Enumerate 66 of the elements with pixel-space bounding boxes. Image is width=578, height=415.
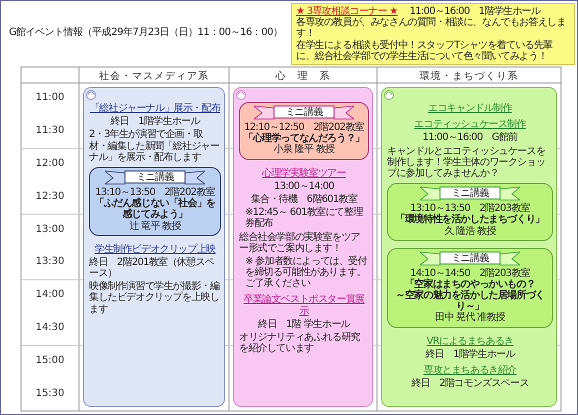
time-label: 14:00 [34, 289, 66, 300]
description-text: 映像制作演習で学生が撮影・編集したビデオクリップを上映します [89, 281, 220, 315]
lecture-title: 「心理学ってなんだろう？」 [244, 133, 364, 144]
event-detail: 13:10～13:50 2階203教室 [410, 203, 530, 214]
ribbon-banner: ミニ講義 [420, 186, 520, 202]
event-detail: 12:10～12:50 2階202教室 [244, 122, 364, 133]
lecture-box [387, 248, 553, 328]
lecture-box [387, 183, 553, 241]
event-detail: 辻 竜平 教授 [129, 220, 181, 232]
event-title: エコキャンドル制作 [427, 103, 514, 114]
time-label: 14:30 [34, 322, 66, 333]
event-detail: 田中 晃代 准教授 [434, 312, 506, 324]
column-header: 環境・まちづくり系 [418, 70, 520, 83]
ribbon-banner: ミニ講義 [420, 250, 520, 266]
event-detail: 集合・待機 6階601教室 [250, 194, 358, 206]
event-detail: 小泉 隆平 教授 [274, 144, 334, 156]
lecture-title: ～空家の魅力を活かした居場所づくり～」 [394, 290, 546, 312]
event-title: エコティッシュケース制作 [413, 119, 528, 130]
event-detail: 久 隆浩 教授 [444, 226, 496, 237]
column-header: 心 理 系 [274, 70, 332, 83]
description-text: 2・3年生が演習で企画・取材・編集した新聞「総社ジャーナル」を展示・配布します [89, 129, 220, 163]
note-text: ※12:45～ 601教室にて整理券配布 [244, 207, 364, 230]
column-header: 社会・マスメディア系 [98, 70, 210, 83]
time-label: 12:30 [34, 190, 66, 202]
notice-heading: ★ 3専攻相談コーナー ★ [296, 6, 398, 17]
time-label: 12:00 [34, 158, 66, 169]
event-detail: 終日 1階 学生ホール [257, 318, 352, 330]
page-title: G館イベント情報（平成29年7月23日（日）11：00～16：00） [9, 26, 284, 39]
event-title: 専攻とまちあるき紹介 [422, 365, 518, 376]
lecture-box [239, 102, 369, 160]
event-title: VRによるまちあるき [426, 336, 514, 347]
event-detail: 11:00～16:00 G館前 [422, 132, 518, 144]
event-detail: 14:10～14:50 2階203教室 [410, 268, 530, 279]
lecture-title: 「環境特性を活かしたまちづくり」 [396, 214, 544, 226]
event-detail: 13:10～13:50 2階202教室 [95, 186, 215, 198]
scroll-panel [233, 87, 373, 407]
event-detail: 終日 2階コモンズスペース [410, 378, 530, 390]
ribbon-banner: ミニ講義 [105, 170, 205, 185]
description-text: 在学生による相談も受付中！スタッフTシャツを着ている先輩に、総合社会学部での学生生活について色々聞いてみよう！ [296, 40, 554, 62]
ribbon-banner: ミニ講義 [254, 105, 354, 120]
event-title: 卒業論文ベストポスター賞展示 [242, 294, 366, 317]
notice-box [291, 3, 575, 65]
notice-time: 11:00～16:00 1階学生ホール [410, 6, 540, 17]
event-detail: 終日 1階学生ホール [109, 116, 202, 128]
event-detail: 終日 1階学生ホール [424, 348, 516, 360]
time-label: 15:00 [34, 354, 66, 366]
time-label: 15:30 [34, 388, 66, 399]
event-title: 「総社ジャーナル」展示・配布 [89, 103, 221, 114]
time-label: 11:30 [34, 125, 66, 136]
lecture-title: 「空家はまちのやっかいもの？ [404, 278, 536, 290]
scroll-panel [381, 87, 557, 407]
lecture-box [89, 166, 221, 236]
description-text: キャンドルとエコティッシュケースを制作します！学生主体のワークショップに参加してみませんか？ [387, 146, 546, 180]
description-text: 終日 2階201教室（休憩スペース） [89, 256, 216, 280]
time-label: 11:00 [34, 92, 66, 104]
description-text: オリジナリティあふれる研究を紹介しています [239, 332, 361, 354]
time-label: 13:30 [34, 256, 66, 268]
event-title: 心理学実験室ツアー [260, 168, 347, 179]
time-label: 13:00 [34, 224, 66, 235]
description-text: 各専攻の教員が、みなさんの質問・相談に、なんでもお答えします！ [296, 17, 567, 40]
description-text: 総合社会学部の実験室をツアー形式でご案内します！ [239, 232, 361, 254]
event-title: 学生制作ビデオクリップ上映 [94, 244, 216, 255]
scroll-panel [83, 87, 225, 407]
lecture-title: 「ふだん感じない「社会」を感じてみよう」 [94, 198, 216, 220]
event-detail: 13:00～14:00 [273, 180, 335, 192]
note-text: ※ 参加者数によっては、受付を締切る可能性があります。ご了承ください [244, 256, 368, 290]
